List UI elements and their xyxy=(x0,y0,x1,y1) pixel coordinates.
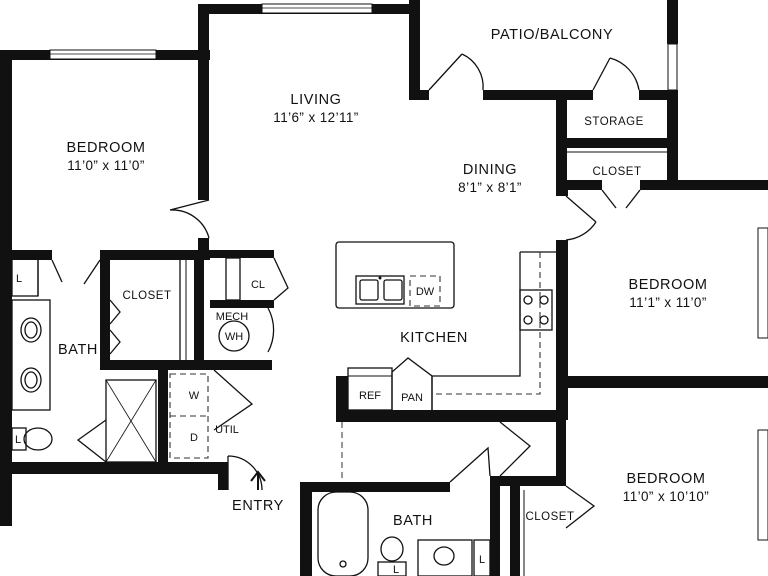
mech-label: MECH xyxy=(216,311,248,323)
kitchen-name: KITCHEN xyxy=(400,330,468,346)
dining-dims: 8’1” x 8’1” xyxy=(458,180,522,195)
bedroom3-dims: 11’0” x 10’10” xyxy=(623,489,709,504)
washer-label: W xyxy=(189,390,200,402)
closet-top-name: CLOSET xyxy=(592,166,641,178)
toilet-bath2-label: L xyxy=(393,564,399,576)
wh-label: WH xyxy=(225,331,243,343)
dining-name: DINING xyxy=(463,162,517,178)
storage-name: STORAGE xyxy=(584,116,644,128)
windows xyxy=(49,3,768,541)
linen-label: L xyxy=(16,273,22,285)
dw-label: DW xyxy=(416,286,435,298)
bath1-linen-label: L xyxy=(15,434,21,446)
ref-label: REF xyxy=(359,390,381,402)
closet-left-name: CLOSET xyxy=(122,290,171,302)
living-dims: 11’6” x 12’11” xyxy=(273,110,358,125)
bedroom3-name: BEDROOM xyxy=(626,471,705,487)
bedroom1-name: BEDROOM xyxy=(66,140,145,156)
cl-label: CL xyxy=(251,279,265,291)
pan-label: PAN xyxy=(401,392,423,404)
bath2-name: BATH xyxy=(393,513,433,529)
bedroom2-name: BEDROOM xyxy=(628,277,707,293)
entry-name: ENTRY xyxy=(232,498,284,514)
util-label: UTIL xyxy=(215,424,239,436)
patio-name: PATIO/BALCONY xyxy=(491,27,613,43)
labels: BEDROOM 11’0” x 11’0” LIVING 11’6” x 12’… xyxy=(15,27,709,576)
bedroom1-dims: 11’0” x 11’0” xyxy=(67,158,145,173)
bedroom2-dims: 11’1” x 11’0” xyxy=(629,295,707,310)
closet-bottom-name: CLOSET xyxy=(525,511,574,523)
fixtures xyxy=(11,151,667,576)
living-name: LIVING xyxy=(290,92,341,108)
dryer-label: D xyxy=(190,432,198,444)
bath2-linen-label: L xyxy=(479,554,485,566)
doors xyxy=(51,53,641,529)
bath1-name: BATH xyxy=(58,342,98,358)
